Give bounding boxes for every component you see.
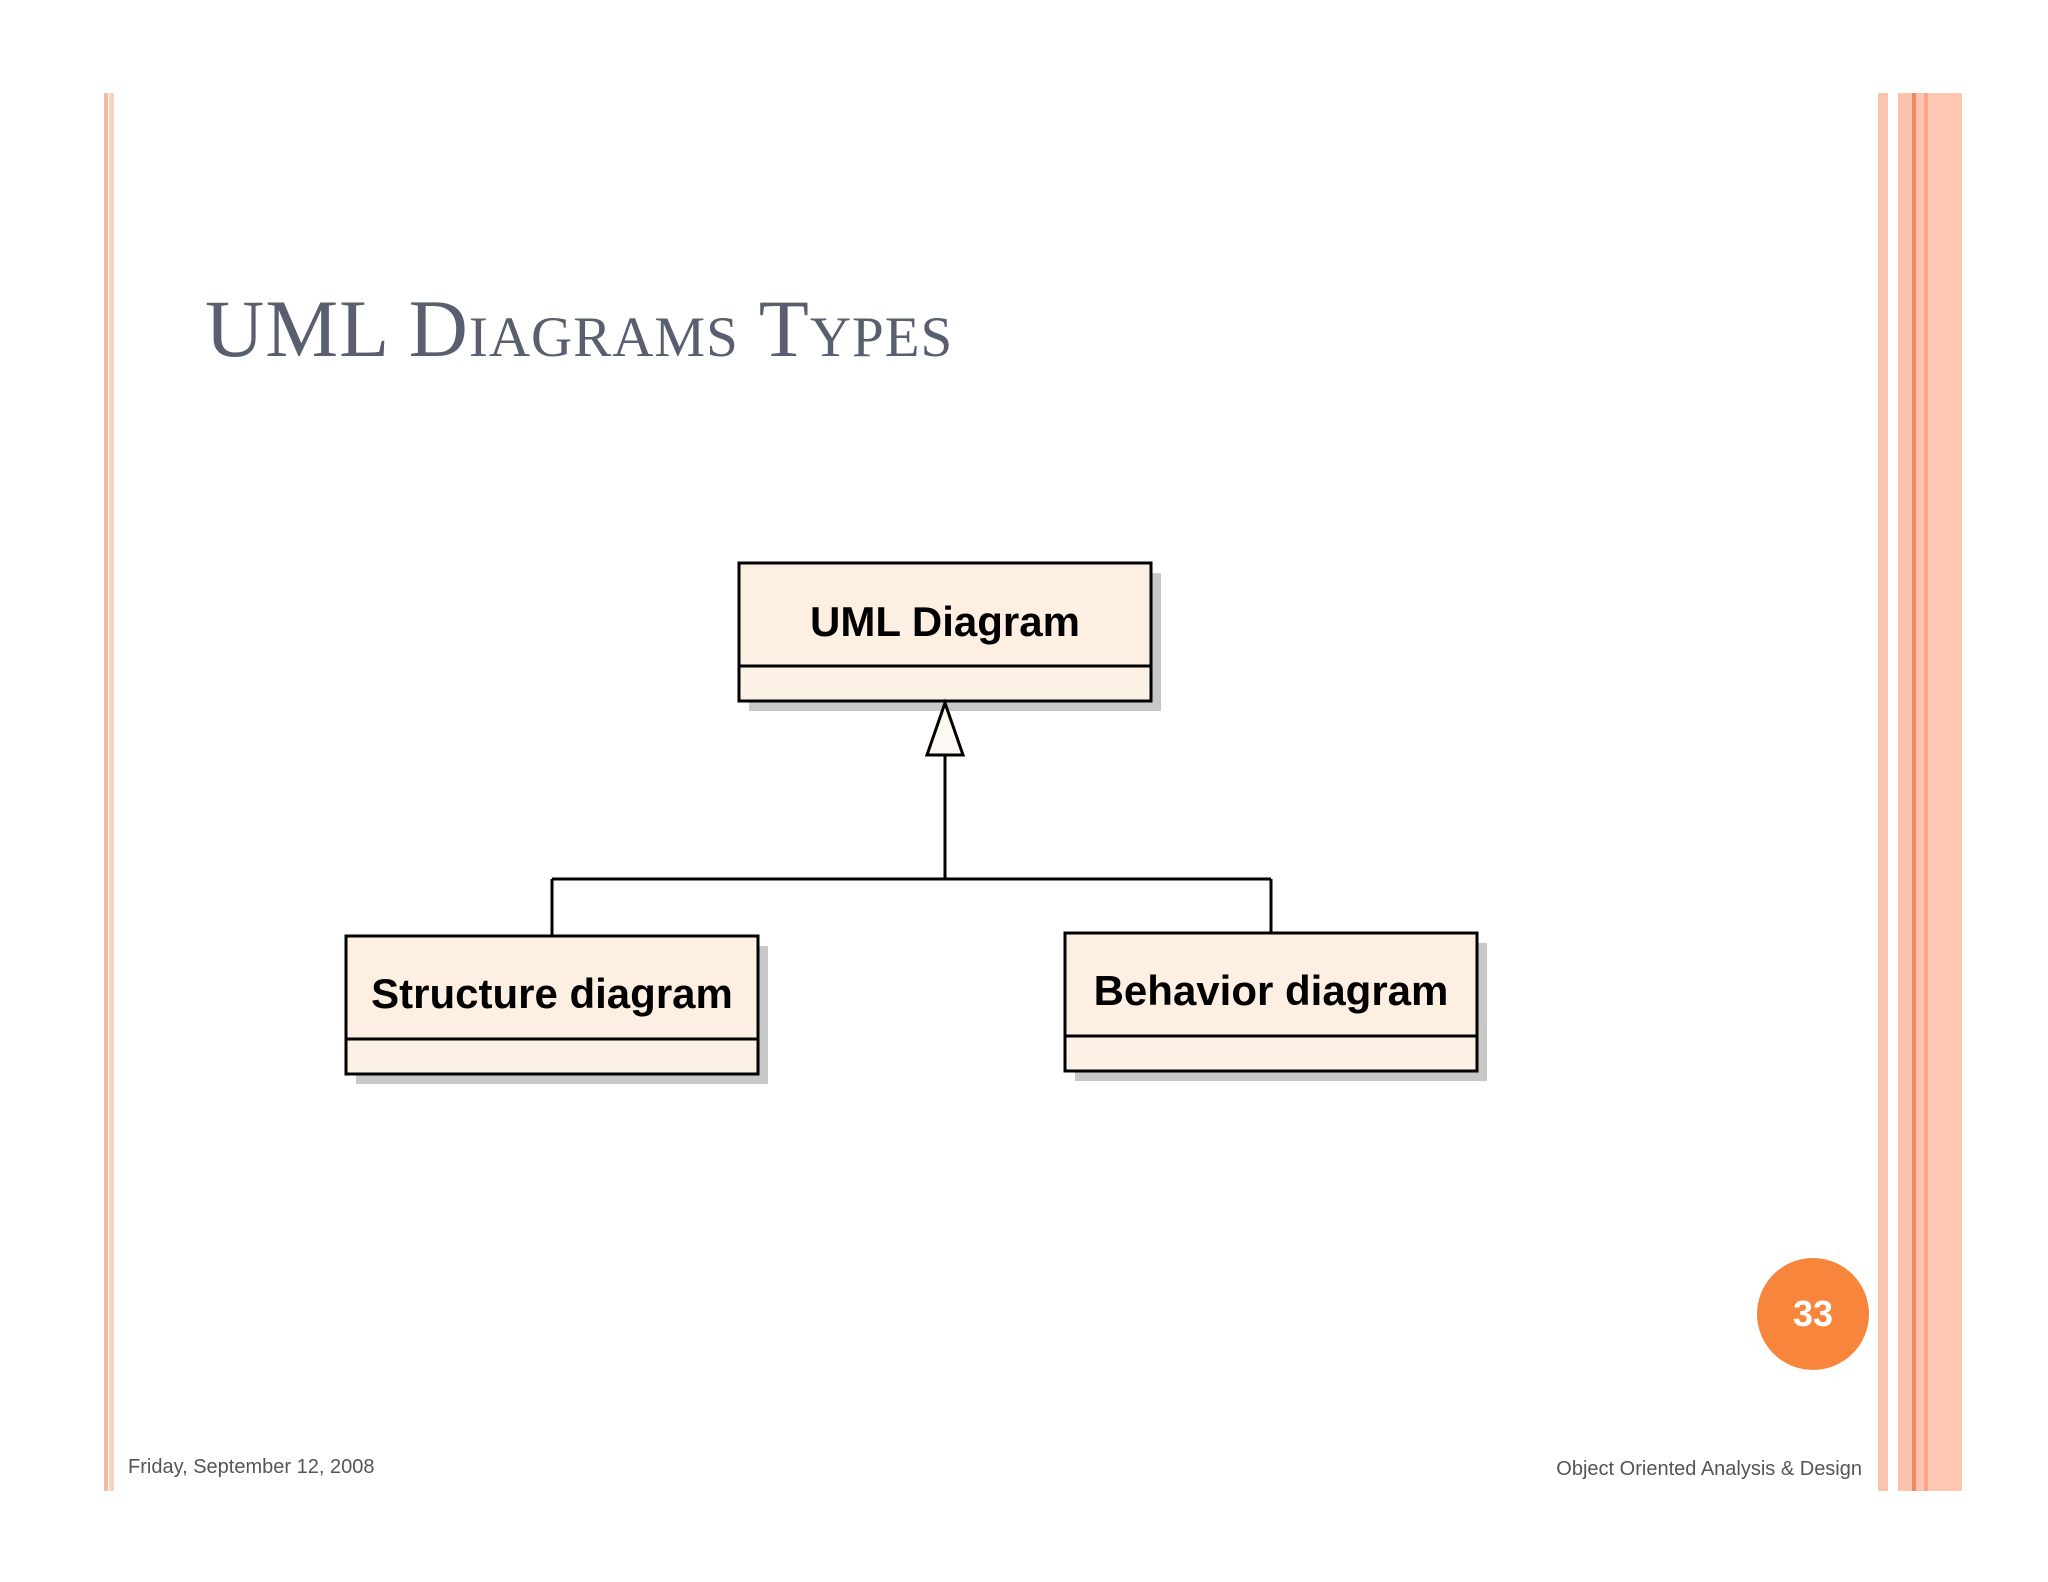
footer-course-title: Object Oriented Analysis & Design — [1556, 1458, 1862, 1480]
right-border-stripe-accent — [1912, 93, 1916, 1491]
footer-date: Friday, September 12, 2008 — [128, 1456, 375, 1478]
page-number: 33 — [1792, 1293, 1834, 1334]
class-name-structure-diagram: Structure diagram — [371, 970, 733, 1017]
generalization-arrowhead-icon — [924, 698, 966, 757]
left-border-stripe — [104, 93, 108, 1491]
class-box-structure-diagram: Structure diagram — [344, 934, 768, 1084]
class-box-behavior-diagram: Behavior diagram — [1063, 931, 1487, 1081]
class-name-behavior-diagram: Behavior diagram — [1094, 967, 1449, 1014]
right-border-stripe — [1916, 93, 1924, 1491]
left-border-stripe-light — [109, 93, 114, 1491]
page-number-badge: 33 — [1757, 1258, 1869, 1370]
right-border-stripe — [1878, 93, 1888, 1491]
right-border-stripe — [1898, 93, 1912, 1491]
generalization-connector — [550, 698, 1273, 936]
right-border-stripe — [1928, 93, 1962, 1491]
class-box-attributes-compartment — [344, 1037, 760, 1076]
right-border-stripe — [1924, 93, 1928, 1491]
class-box-attributes-compartment — [737, 664, 1153, 703]
slide-title: UML Diagrams Types — [205, 283, 954, 374]
class-name-uml-diagram: UML Diagram — [810, 598, 1080, 645]
class-box-uml-diagram: UML Diagram — [737, 561, 1161, 711]
class-box-attributes-compartment — [1063, 1034, 1479, 1073]
